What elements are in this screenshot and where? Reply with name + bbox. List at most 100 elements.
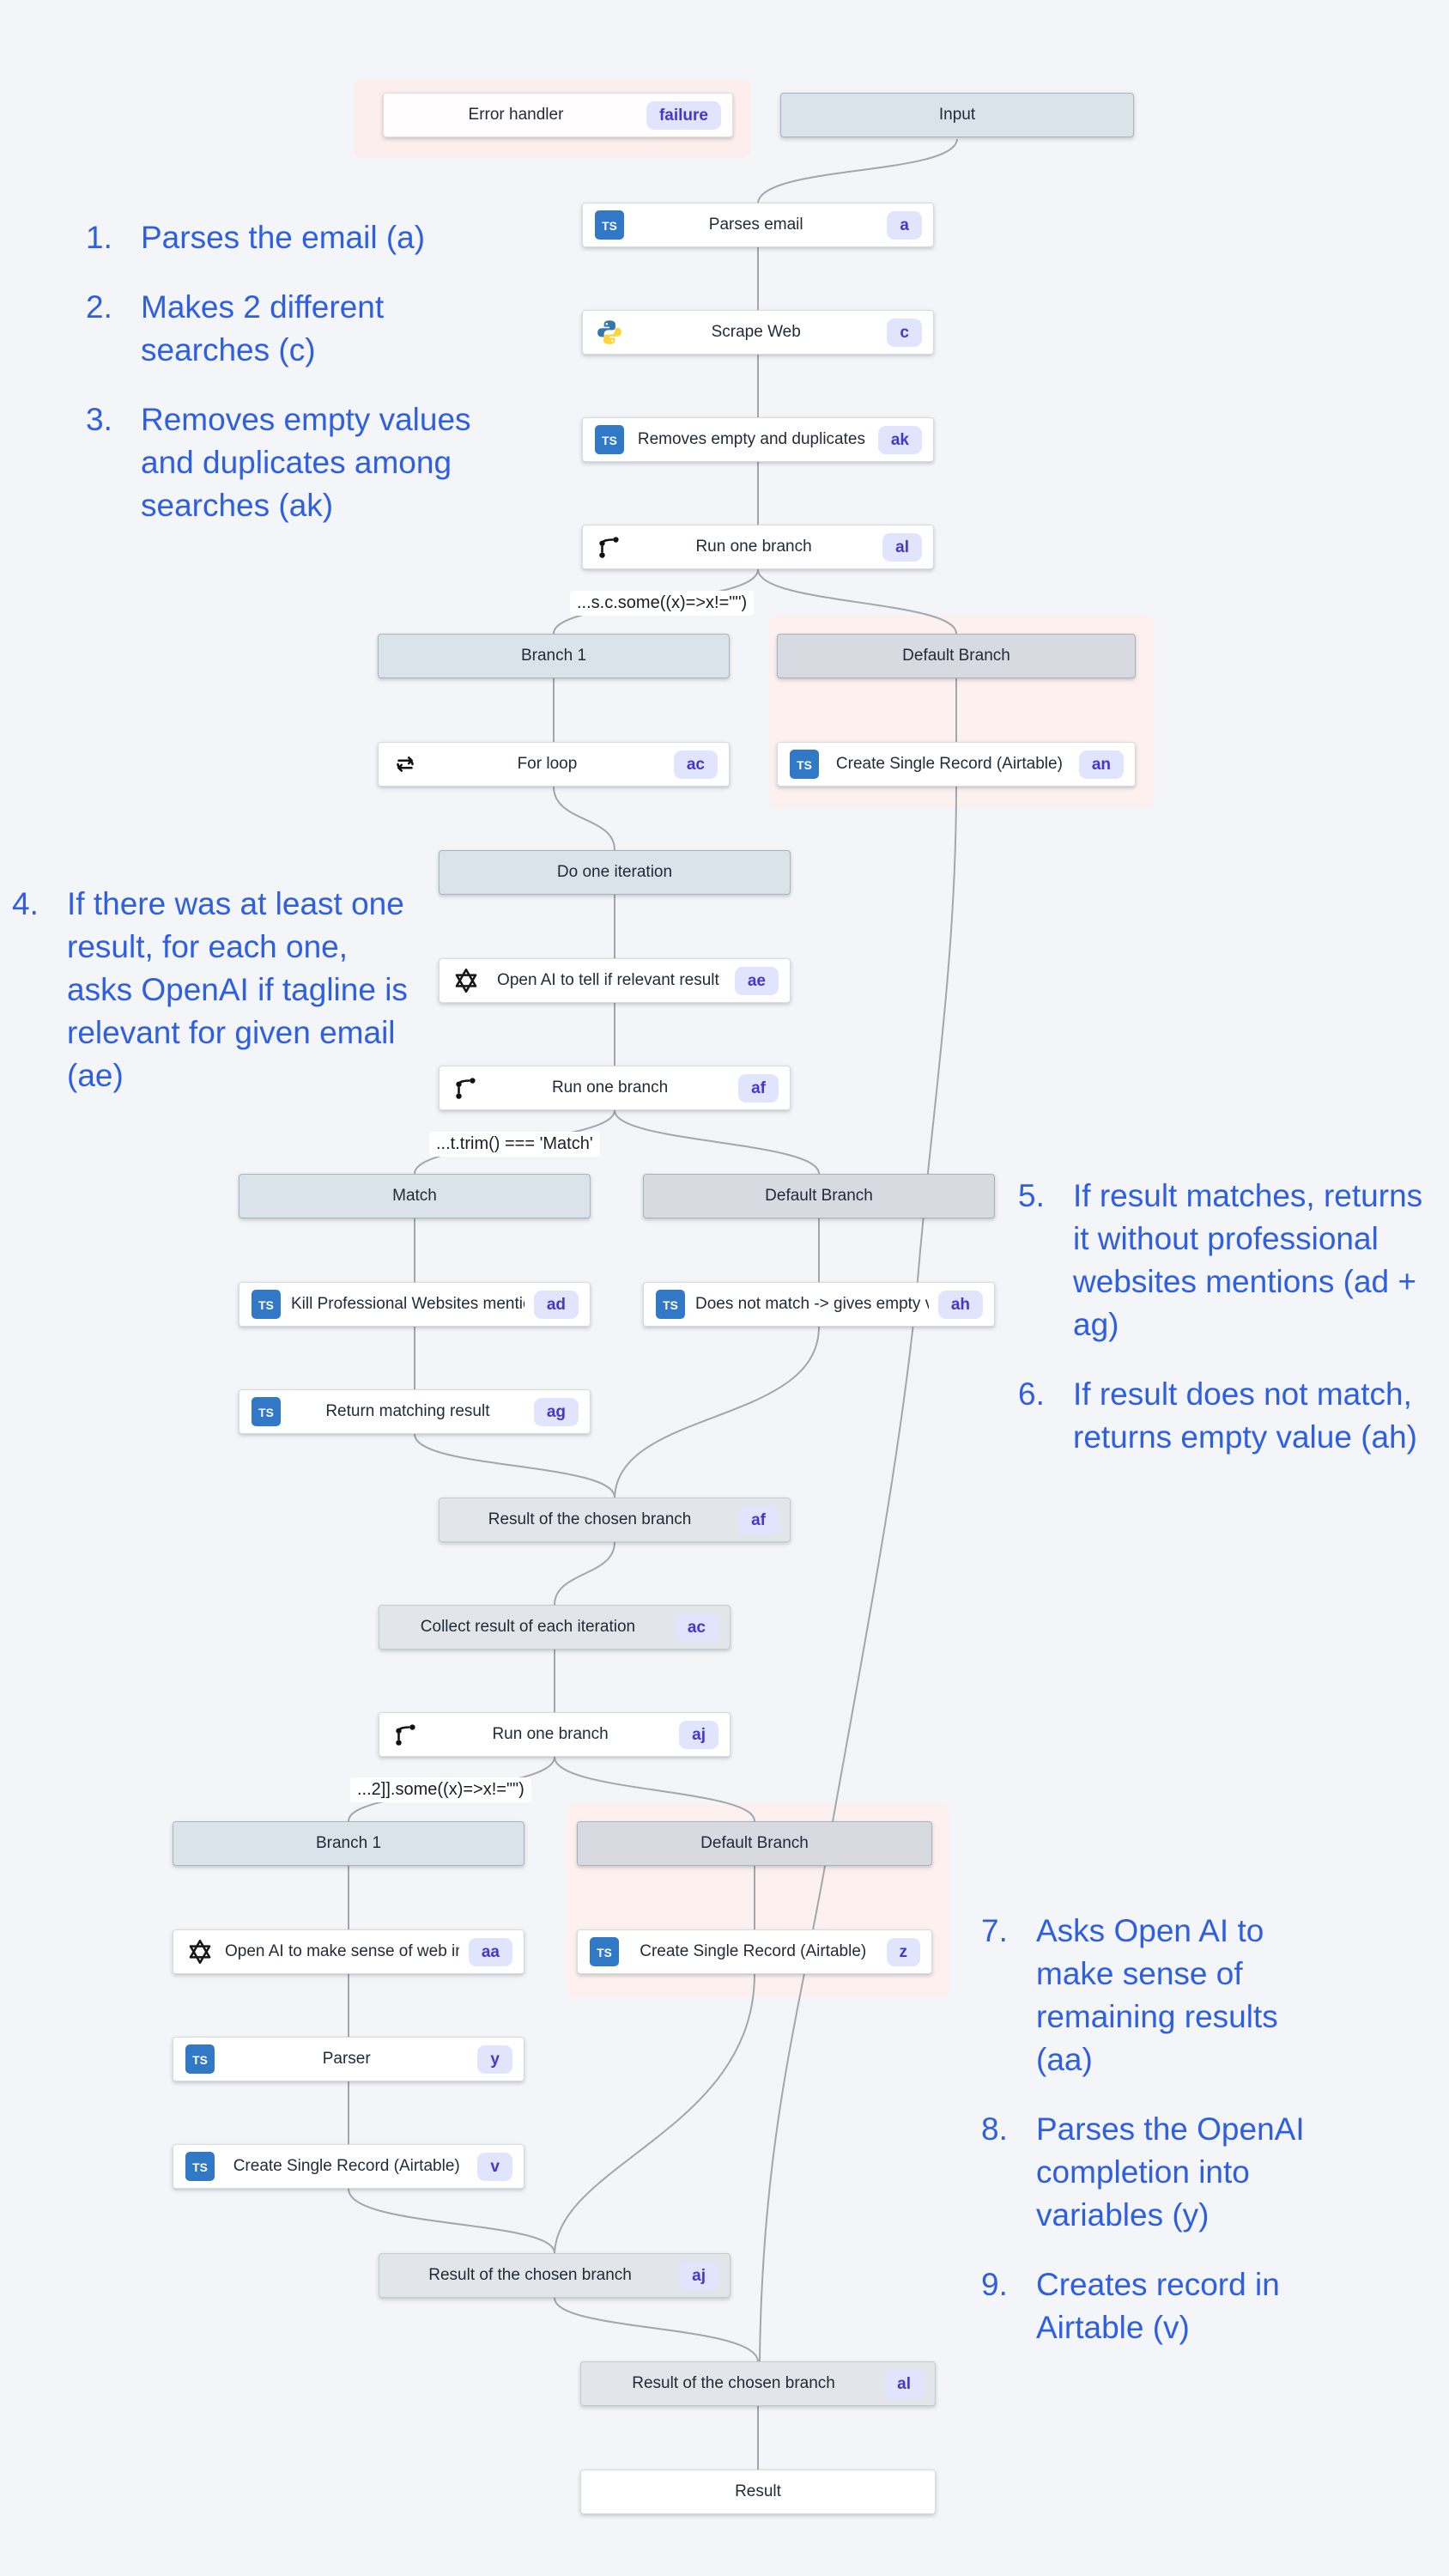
typescript-icon: TS [594,424,625,455]
annotation-item: 3. Removes empty values and duplicates am… [86,398,567,527]
annotation-number: 3. [86,402,112,437]
node-label: Does not match -> gives empty value [695,1295,929,1313]
annotation-number: 8. [981,2111,1008,2147]
header-default-branch-a[interactable]: Default Branch [777,634,1136,678]
node-parses-email[interactable]: TS Parses email a [582,203,934,247]
annotation-text: Removes empty values and duplicates amon… [141,402,471,523]
node-removes-duplicates[interactable]: TS Removes empty and duplicates ak [582,417,934,462]
node-openai-make-sense[interactable]: Open AI to make sense of web info aa [173,1929,524,1974]
connector [554,1541,615,1606]
node-badge: af [738,1073,779,1103]
node-collect-result[interactable]: Collect result of each iteration ac [379,1605,731,1649]
node-scrape-web[interactable]: Scrape Web c [582,310,934,355]
node-label: Open AI to make sense of web info [225,1942,459,1960]
header-default-branch-b[interactable]: Default Branch [643,1174,995,1218]
node-result-chosen-af[interactable]: Result of the chosen branch af [439,1498,791,1542]
node-badge: af [738,1505,779,1534]
node-label: Run one branch [492,1725,609,1743]
node-create-record-z[interactable]: TS Create Single Record (Airtable) z [577,1929,932,1974]
node-badge: z [886,1937,920,1966]
connector [614,1326,820,1498]
annotation-text: Makes 2 different searches (c) [141,289,385,368]
node-openai-relevant[interactable]: Open AI to tell if relevant result ae [439,958,791,1003]
node-badge: ah [937,1290,983,1319]
annotation-number: 7. [981,1913,1008,1948]
annotation-list-4: 4.If there was at least one result, for … [12,883,424,1124]
annotation-item: 1.Parses the email (a) [86,216,567,259]
svg-text:TS: TS [258,1406,274,1419]
node-label: Parses email [708,216,803,234]
svg-text:TS: TS [663,1298,678,1312]
node-create-record-an[interactable]: TS Create Single Record (Airtable) an [777,742,1136,787]
annotation-text: Asks Open AI to make sense of remaining … [1036,1913,1278,2077]
node-badge: ak [877,425,922,454]
node-run-one-branch-aj[interactable]: Run one branch aj [379,1712,731,1757]
branch-icon [391,1719,421,1750]
svg-text:TS: TS [597,1946,612,1959]
node-label: Return matching result [325,1402,490,1420]
node-label: Create Single Record (Airtable) [640,1942,867,1960]
node-label: Default Branch [700,1834,809,1852]
node-label: Do one iteration [556,863,673,881]
node-error-handler[interactable]: Error handler failure [383,93,733,137]
node-badge: an [1078,750,1124,779]
annotation-item: 6.If result does not match, returns empt… [1018,1373,1449,1459]
node-result-chosen-al[interactable]: Result of the chosen branch al [580,2361,936,2406]
node-label: Input [938,106,976,124]
connector [757,568,957,635]
typescript-icon: TS [789,749,820,780]
connector [348,2188,555,2254]
header-do-one-iteration[interactable]: Do one iteration [439,850,791,895]
annotation-list-5-6: 5.If result matches, returns it without … [1018,1175,1449,1485]
node-badge: ac [674,1613,718,1642]
header-match[interactable]: Match [239,1174,591,1218]
node-parser[interactable]: TS Parser y [173,2037,524,2081]
typescript-icon: TS [251,1396,282,1427]
annotation-item: 4.If there was at least one result, for … [12,883,424,1097]
header-default-branch-c[interactable]: Default Branch [577,1821,932,1866]
node-run-one-branch-af[interactable]: Run one branch af [439,1066,791,1110]
node-return-matching[interactable]: TS Return matching result ag [239,1389,591,1434]
node-badge: aj [679,1720,718,1749]
connector [554,1973,755,2254]
node-run-one-branch-al[interactable]: Run one branch al [582,525,934,569]
svg-text:TS: TS [258,1298,274,1312]
node-label: Result [735,2482,781,2500]
svg-text:TS: TS [602,219,617,233]
annotation-item: 7. Asks Open AI to make sense of remainin… [981,1910,1449,2081]
node-label: Run one branch [551,1078,669,1097]
typescript-icon: TS [185,2044,215,2075]
node-label: Error handler [468,106,564,124]
connector [757,138,958,204]
node-badge: ac [673,750,718,779]
connector [759,786,957,2362]
branch-icon [594,532,625,562]
typescript-icon: TS [594,210,625,240]
header-branch1-b[interactable]: Branch 1 [173,1821,524,1866]
node-label: Open AI to tell if relevant result [497,971,719,989]
node-does-not-match[interactable]: TS Does not match -> gives empty value a… [643,1282,995,1327]
header-branch1-a[interactable]: Branch 1 [378,634,730,678]
node-label: Result of the chosen branch [488,1510,692,1528]
node-label: Result of the chosen branch [632,2374,835,2392]
svg-text:TS: TS [797,758,812,772]
node-label: Branch 1 [520,647,587,665]
node-create-record-v[interactable]: TS Create Single Record (Airtable) v [173,2144,524,2189]
node-kill-mentions[interactable]: TS Kill Professional Websites mentions a… [239,1282,591,1327]
connector [614,1109,820,1175]
typescript-icon: TS [589,1936,620,1967]
node-for-loop[interactable]: For loop ac [378,742,730,787]
branch-condition-label: ...2]].some((x)=>x!="") [350,1777,531,1802]
node-input[interactable]: Input [780,93,1134,137]
annotation-item: 8.Parses the OpenAI completion into vari… [981,2108,1449,2237]
node-label: Kill Professional Websites mentions [291,1295,524,1313]
annotation-text: Creates record in Airtable (v) [1036,2267,1280,2345]
annotation-number: 5. [1018,1178,1045,1213]
python-icon [594,317,625,348]
annotation-text: If result does not match, returns empty … [1073,1376,1418,1455]
node-result-final[interactable]: Result [580,2470,936,2514]
svg-text:TS: TS [192,2053,208,2067]
annotation-number: 2. [86,289,112,325]
node-result-chosen-aj[interactable]: Result of the chosen branch aj [379,2253,731,2298]
